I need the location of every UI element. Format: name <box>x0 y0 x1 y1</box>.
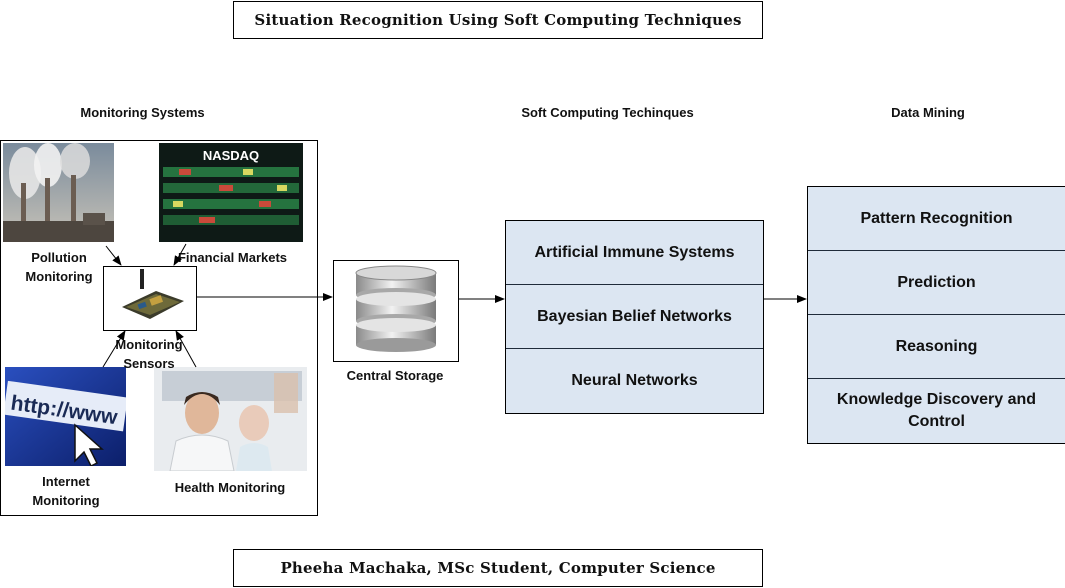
internet-label: Internet Monitoring <box>32 474 100 508</box>
health-label: Health Monitoring <box>174 480 286 495</box>
sensor-box <box>103 266 197 331</box>
mining-item-pattern: Pattern Recognition <box>808 187 1065 251</box>
financial-markets-image: NASDAQ <box>159 143 303 242</box>
sensor-board-image <box>122 269 184 319</box>
footer-credit: Pheeha Machaka, MSc Student, Computer Sc… <box>233 549 763 587</box>
heading-monitoring-systems: Monitoring Systems <box>80 105 205 120</box>
database-icon <box>355 265 437 352</box>
heading-soft-computing: Soft Computing Techinques <box>521 105 694 120</box>
internet-image: http://www <box>5 367 126 466</box>
footer-credit-text: Pheeha Machaka, MSc Student, Computer Sc… <box>280 559 716 577</box>
mining-item-reasoning: Reasoning <box>808 315 1065 379</box>
soft-item-ais: Artificial Immune Systems <box>506 221 763 285</box>
pollution-label: Pollution Monitoring <box>25 250 93 284</box>
mining-item-knowledge: Knowledge Discovery and Control <box>808 379 1065 443</box>
heading-data-mining: Data Mining <box>891 105 965 120</box>
soft-item-bbn: Bayesian Belief Networks <box>506 285 763 349</box>
mining-item-prediction: Prediction <box>808 251 1065 315</box>
sensors-label: Monitoring Sensors <box>115 337 183 371</box>
pollution-image <box>3 143 114 242</box>
diagram-title-text: Situation Recognition Using Soft Computi… <box>254 11 742 29</box>
financial-label: Financial Markets <box>177 250 288 265</box>
central-storage-label: Central Storage <box>346 368 444 383</box>
health-image <box>154 367 307 471</box>
central-storage-box <box>333 260 459 362</box>
data-mining-box: Pattern Recognition Prediction Reasoning… <box>807 186 1065 444</box>
diagram-title: Situation Recognition Using Soft Computi… <box>233 1 763 39</box>
soft-item-nn: Neural Networks <box>506 349 763 413</box>
nasdaq-sign: NASDAQ <box>203 148 259 163</box>
soft-computing-box: Artificial Immune Systems Bayesian Belie… <box>505 220 764 414</box>
